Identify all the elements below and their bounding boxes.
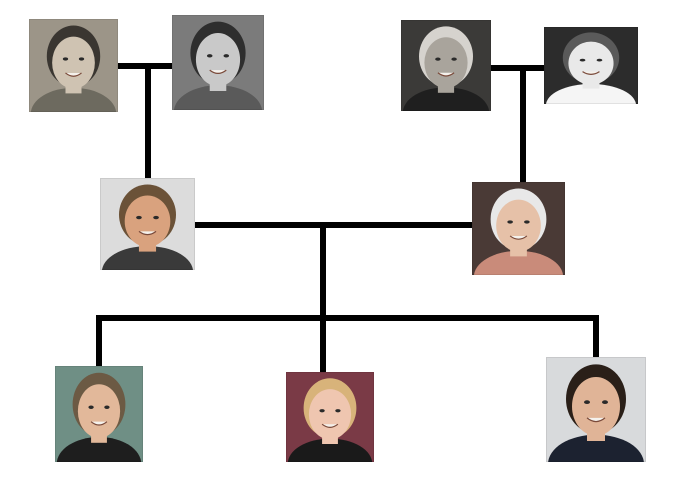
portrait-grandfather-paternal [29, 19, 118, 112]
photo-eye-right [596, 58, 603, 62]
portrait-image [286, 372, 374, 462]
portrait-image [546, 357, 646, 462]
photo-eye-left [319, 409, 325, 413]
portrait-grandmother-paternal [172, 15, 264, 110]
photo-eye-left [62, 57, 69, 61]
photo-face [124, 195, 171, 248]
portrait-image [544, 27, 638, 104]
photo-shoulders [548, 434, 644, 462]
photo-eye-left [136, 215, 142, 220]
photo-smile [321, 423, 339, 428]
photo-shoulders [402, 87, 490, 111]
photo-eye-left [435, 57, 441, 61]
portrait-image [29, 19, 118, 112]
portrait-grandfather-maternal [401, 20, 491, 111]
photo-smile [437, 72, 455, 77]
portrait-grandmother-maternal [544, 27, 638, 104]
portrait-child-3 [546, 357, 646, 462]
photo-eye-right [524, 220, 530, 224]
photo-shoulders [173, 85, 263, 110]
photo-shoulders [30, 87, 117, 112]
photo-face [572, 376, 620, 436]
photo-eye-left [579, 58, 586, 62]
photo-face [424, 37, 468, 89]
photo-shoulders [545, 83, 637, 104]
connector-lines [96, 63, 599, 372]
photo-eye-right [223, 54, 230, 58]
photo-smile [509, 235, 528, 240]
portrait-image [401, 20, 491, 111]
photo-face [308, 389, 352, 440]
photo-smile [582, 71, 600, 75]
photo-face [77, 384, 121, 438]
portrait-mother [472, 182, 565, 275]
photo-shoulders [102, 246, 193, 270]
photo-smile [586, 417, 606, 423]
portrait-image [55, 366, 143, 462]
photo-eye-right [451, 57, 457, 61]
photo-face [568, 41, 614, 85]
photo-shoulders [473, 250, 564, 275]
portrait-child-2 [286, 372, 374, 462]
portrait-image [100, 178, 195, 270]
photo-smile [65, 72, 82, 77]
photo-eye-left [88, 405, 94, 410]
photo-eye-right [104, 405, 110, 410]
photo-shoulders [287, 438, 373, 462]
photo-eye-right [78, 57, 85, 61]
portrait-image [172, 15, 264, 110]
portrait-child-1 [55, 366, 143, 462]
photo-face [52, 36, 95, 89]
photo-eye-right [602, 400, 608, 405]
photo-smile [138, 230, 157, 236]
photo-face [496, 199, 541, 252]
photo-face [195, 33, 241, 87]
photo-smile [90, 421, 108, 426]
photo-smile [209, 69, 227, 75]
portrait-image [472, 182, 565, 275]
portrait-father [100, 178, 195, 270]
photo-eye-left [206, 54, 213, 58]
photo-shoulders [56, 437, 142, 462]
photo-eye-left [584, 400, 590, 405]
photo-eye-right [153, 215, 159, 220]
photo-eye-right [335, 409, 341, 413]
photo-eye-left [507, 220, 513, 224]
